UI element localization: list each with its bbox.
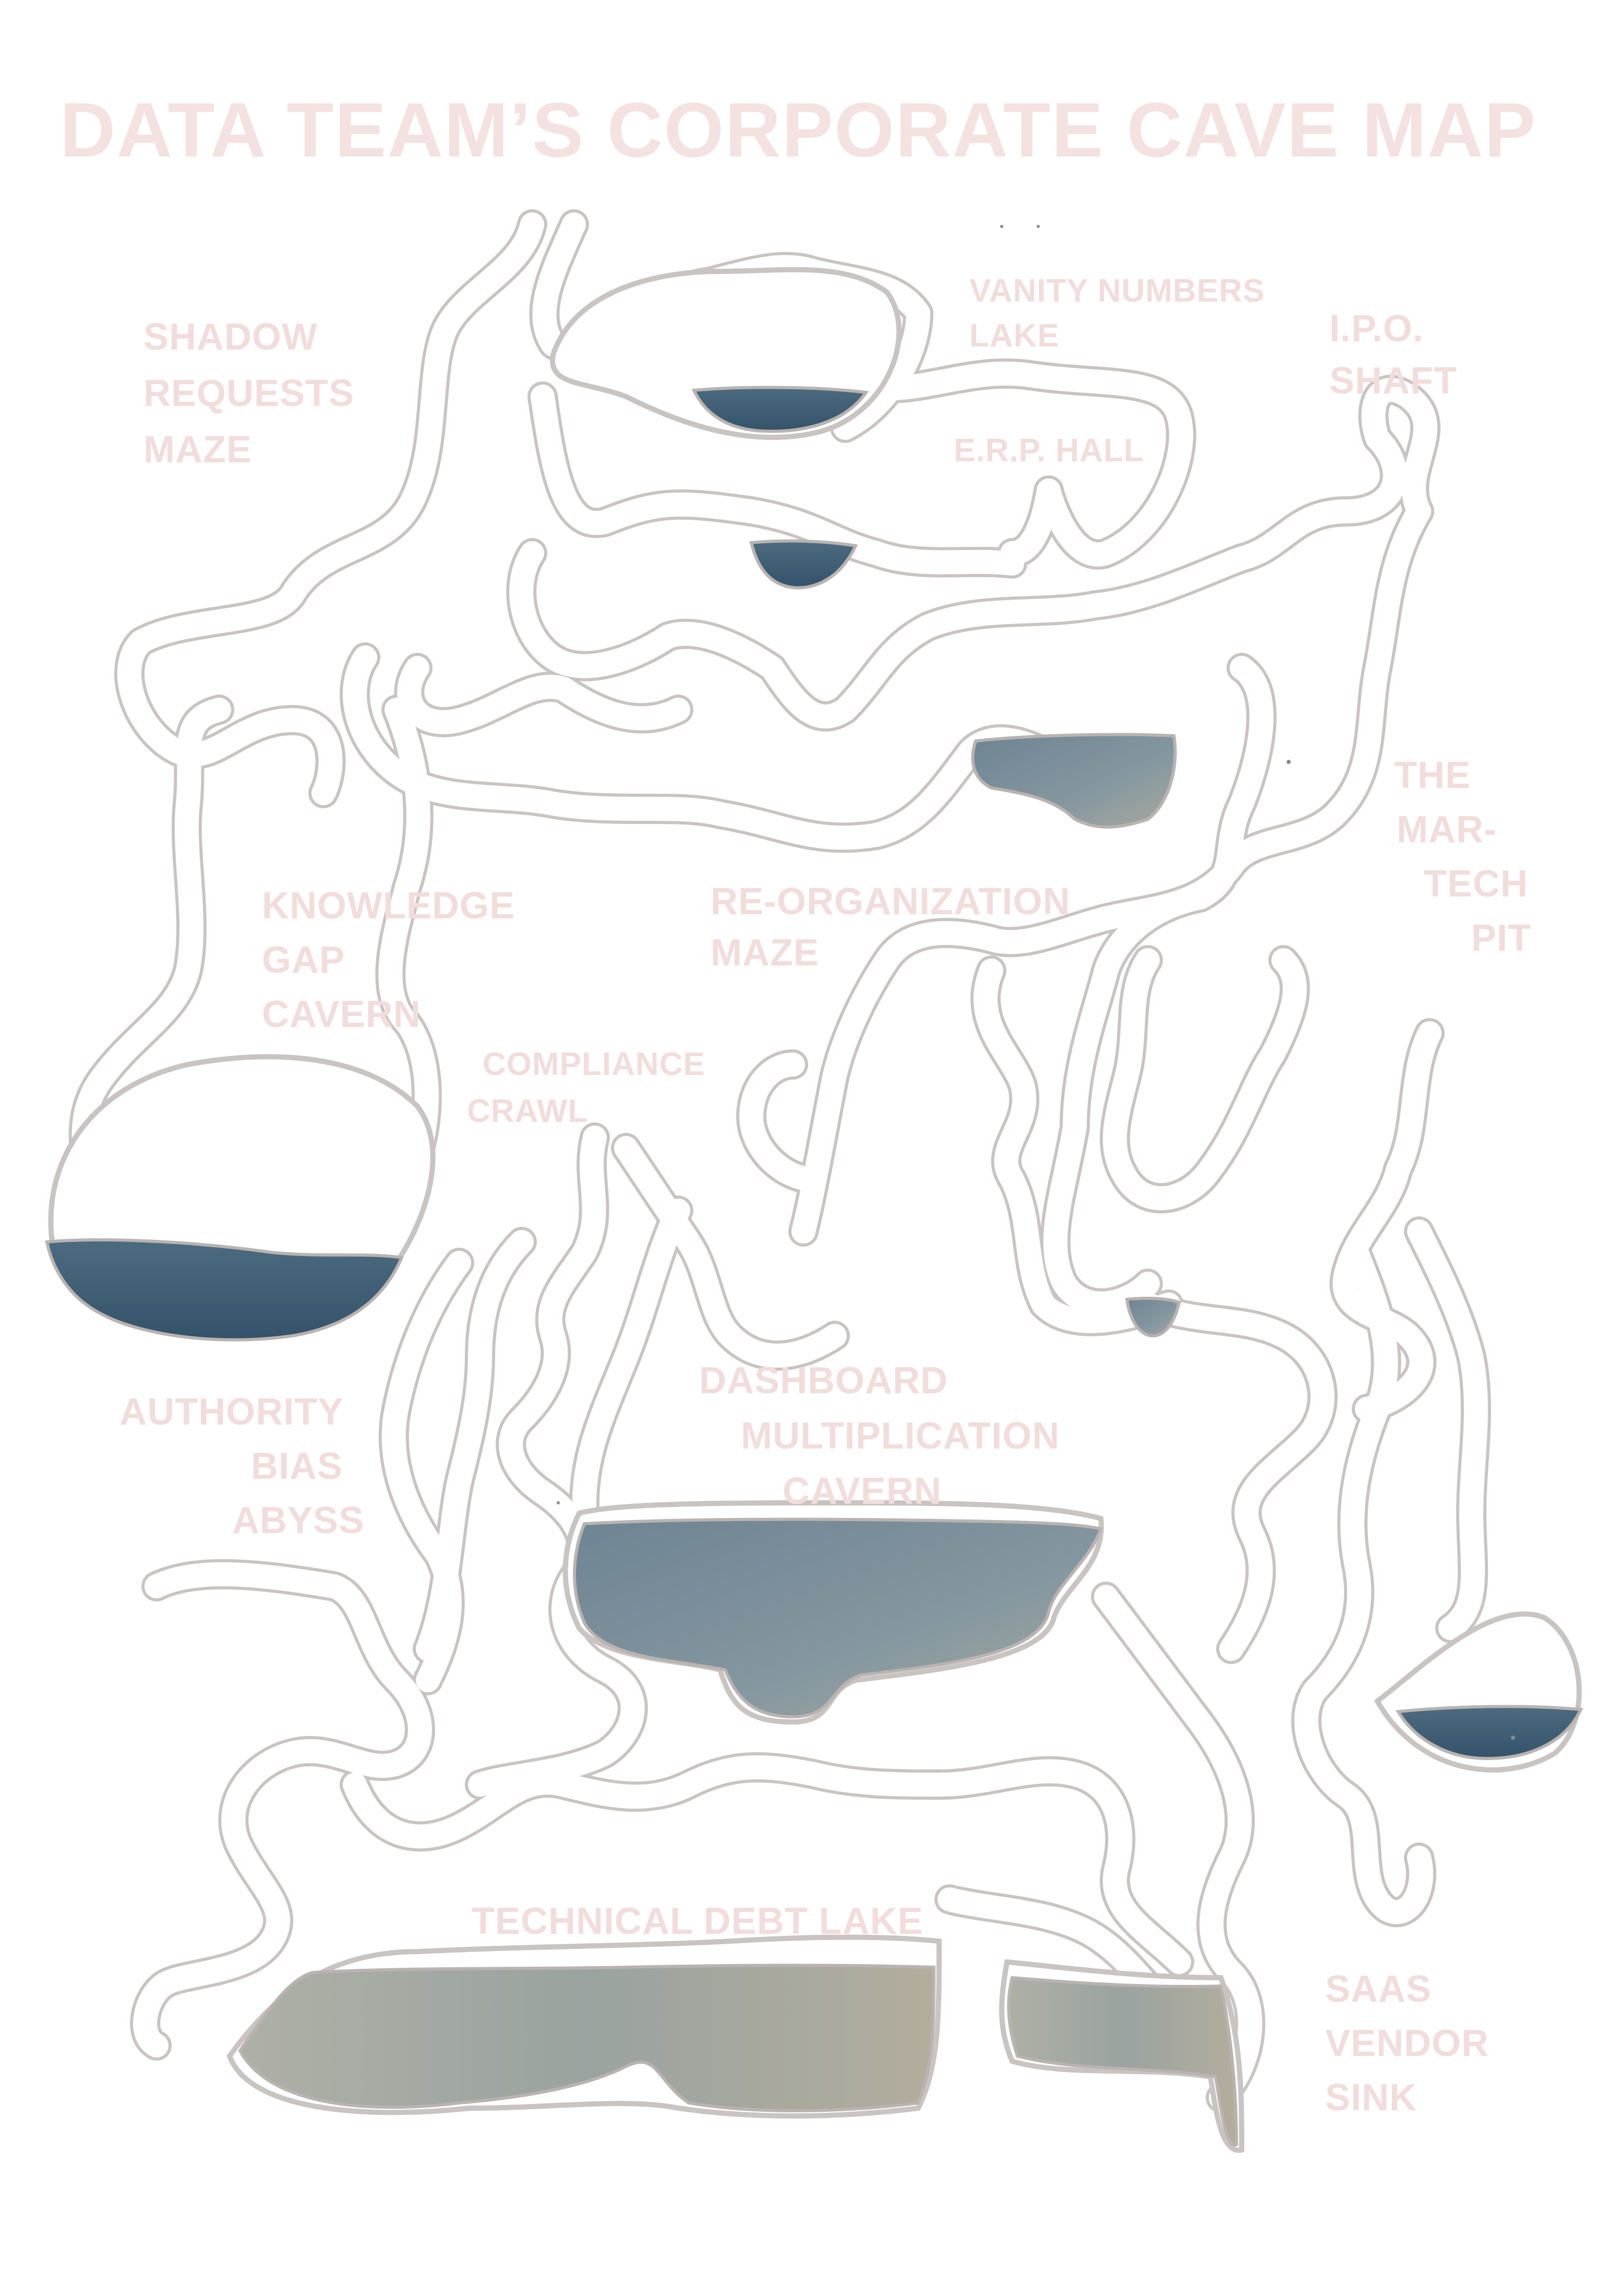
label-erp-hall: E.R.P. HALL bbox=[954, 433, 1144, 469]
label-compliance-crawl: COMPLIANCE CRAWL bbox=[467, 1046, 715, 1129]
ink-specks bbox=[557, 225, 1515, 1740]
label-technical-debt-lake: TECHNICAL DEBT LAKE bbox=[472, 1900, 923, 1942]
water-pools bbox=[45, 386, 1583, 2147]
label-ipo-shaft: I.P.O. SHAFT bbox=[1329, 308, 1457, 402]
label-saas-vendor-sink: SAAS VENDOR SINK bbox=[1325, 1968, 1500, 2119]
pool-small-upper bbox=[749, 539, 858, 590]
label-knowledge-gap-cavern: KNOWLEDGE GAP CAVERN bbox=[262, 885, 526, 1035]
label-reorganization-maze: RE-ORGANIZATION MAZE bbox=[711, 881, 1082, 974]
pool-dashboard-multiplication bbox=[573, 1517, 1103, 1719]
label-shadow-requests-maze: SHADOW REQUESTS MAZE bbox=[143, 316, 365, 471]
label-the-martech-pit: THE MAR- TECH PIT bbox=[1394, 755, 1539, 959]
pool-authority-bias-abyss bbox=[45, 1238, 404, 1342]
pool-technical-debt-lake bbox=[238, 1964, 936, 2112]
pool-reorganization bbox=[971, 733, 1177, 829]
label-vanity-numbers-lake: VANITY NUMBERS LAKE bbox=[969, 273, 1275, 354]
label-dashboard-multiplication-cavern: DASHBOARD MULTIPLICATION CAVERN bbox=[699, 1360, 1071, 1512]
pool-right-cavern bbox=[1395, 1705, 1583, 1761]
pool-saas-vendor-sink bbox=[1007, 1976, 1239, 2147]
pool-vanity-numbers-lake bbox=[691, 386, 869, 433]
pool-martech-drip bbox=[1125, 1297, 1181, 1338]
label-authority-bias-abyss: AUTHORITY BIAS ABYSS bbox=[119, 1391, 364, 1541]
map-title: DATA TEAM’S CORPORATE CAVE MAP bbox=[60, 87, 1537, 173]
region-labels: SHADOW REQUESTS MAZE VANITY NUMBERS LAKE… bbox=[119, 273, 1539, 2119]
